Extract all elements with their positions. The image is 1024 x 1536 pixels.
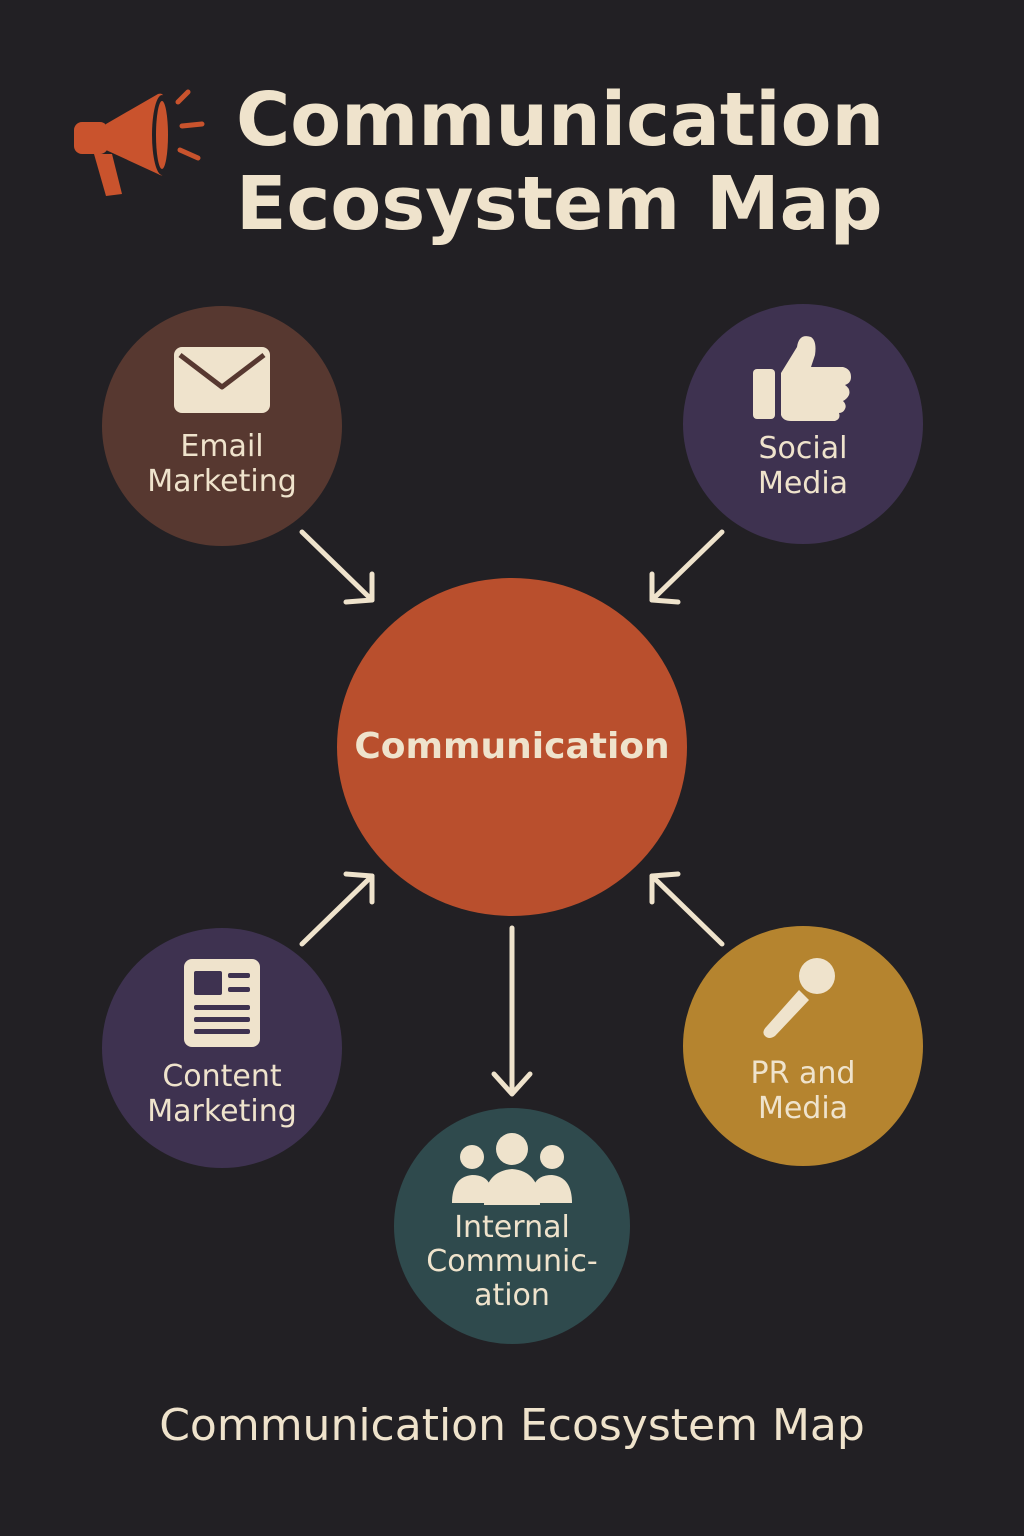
center-node-label: Communication — [354, 726, 670, 767]
node-internal-communication-label: Internal Communic- ation — [426, 1210, 598, 1313]
arrow-email-to-center — [299, 529, 375, 605]
node-social-media: Social Media — [683, 304, 923, 544]
arrow-content-to-center — [299, 871, 375, 947]
document-icon — [184, 959, 260, 1047]
center-node: Communication — [337, 578, 687, 916]
megaphone-icon — [74, 89, 205, 196]
page-title: Communication Ecosystem Map — [236, 78, 996, 246]
node-email-marketing: Email Marketing — [102, 306, 342, 546]
node-social-media-label: Social Media — [757, 431, 849, 501]
node-content-marketing: Content Marketing — [102, 928, 342, 1168]
thumbs-up-icon — [753, 336, 851, 421]
arrow-social-to-center — [649, 529, 725, 605]
node-email-marketing-label: Email Marketing — [147, 429, 297, 499]
title-line-1: Communication — [236, 77, 885, 163]
arrow-center-to-internal — [491, 925, 533, 1097]
node-pr-and-media-label: PR and Media — [750, 1056, 856, 1126]
node-internal-communication: Internal Communic- ation — [394, 1108, 630, 1344]
title-line-2: Ecosystem Map — [236, 161, 883, 247]
microphone-icon — [763, 958, 835, 1038]
footer-caption: Communication Ecosystem Map — [159, 1400, 865, 1451]
envelope-icon — [174, 347, 270, 413]
arrow-pr-to-center — [649, 871, 725, 947]
people-icon — [452, 1133, 572, 1205]
node-pr-and-media: PR and Media — [683, 926, 923, 1166]
node-content-marketing-label: Content Marketing — [147, 1059, 297, 1129]
